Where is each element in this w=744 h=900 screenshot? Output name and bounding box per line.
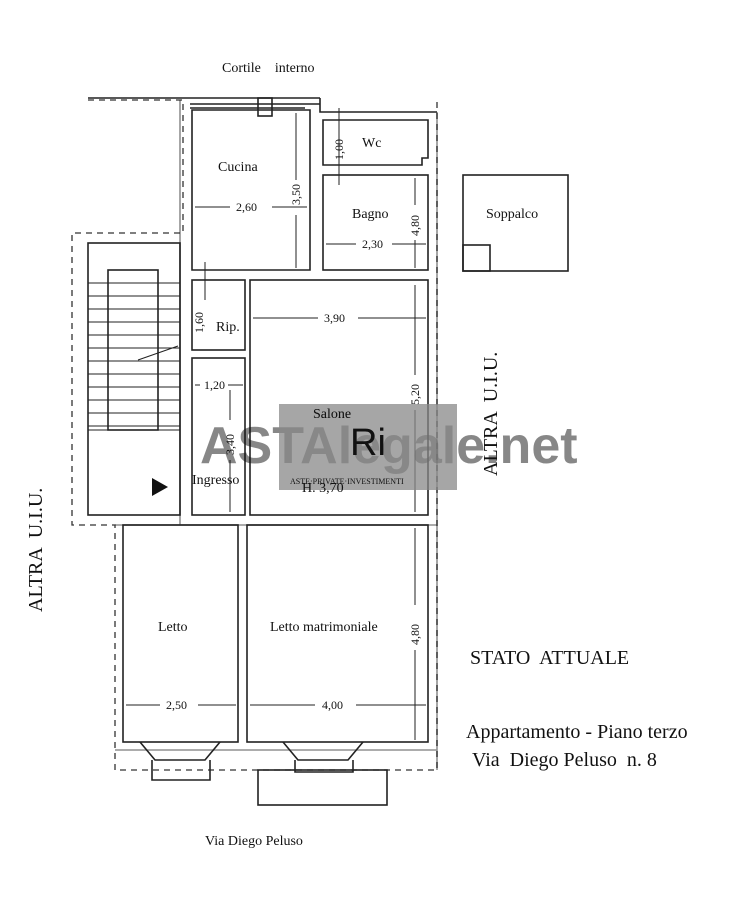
label-letto: Letto	[158, 620, 188, 635]
watermark: ASTAlegale.net Ri ASTE·PRIVATE·INVESTIME…	[200, 404, 578, 496]
street-label: Via Diego Peluso	[205, 834, 303, 849]
courtyard-label: Cortile interno	[222, 61, 315, 76]
room-salone	[249, 279, 429, 516]
courtyard-wall	[88, 97, 437, 117]
room-wc	[322, 119, 429, 166]
label-soppalco: Soppalco	[486, 207, 538, 222]
label-salone-height: H. 3,70	[302, 481, 344, 496]
neighbor-left-label: ALTRA U.I.U.	[25, 488, 47, 612]
dim-letto-width: 2,50	[166, 698, 187, 712]
dim-cucina-width: 2,60	[236, 200, 257, 214]
dim-salone-height: 5,20	[408, 384, 422, 405]
dim-wc-height: 1,00	[332, 139, 346, 160]
dim-salone-width: 3,90	[324, 311, 345, 325]
room-soppalco	[462, 174, 569, 272]
dim-ingresso-height: 3,40	[223, 434, 237, 455]
watermark-tagline: ASTE·PRIVATE·INVESTIMENTI	[290, 477, 404, 486]
label-cucina: Cucina	[218, 160, 258, 175]
room-rip	[191, 279, 246, 351]
balcony	[257, 769, 388, 806]
dim-ingresso-width: 1,20	[204, 378, 225, 392]
label-rip: Rip.	[216, 320, 240, 335]
dim-cucina-height: 3,50	[289, 184, 303, 205]
label-ingresso: Ingresso	[192, 473, 239, 488]
staircase	[87, 242, 181, 516]
dim-rip-height: 1,60	[192, 312, 206, 333]
label-wc: Wc	[362, 136, 381, 151]
room-ingresso	[191, 357, 246, 516]
dim-bagno-height: 4,80	[408, 215, 422, 236]
window-letto	[139, 741, 221, 781]
dimension-lines	[126, 108, 426, 740]
address-text: Via Diego Peluso n. 8	[472, 749, 657, 771]
dim-matrimoniale-width: 4,00	[322, 698, 343, 712]
window-matrimoniale	[282, 741, 364, 773]
unit-description: Appartamento - Piano terzo	[466, 721, 688, 743]
room-bagno	[322, 174, 429, 271]
label-bagno: Bagno	[352, 207, 389, 222]
state-title: STATO ATTUALE	[470, 647, 629, 669]
label-salone-overlay: Salone	[313, 407, 351, 422]
soppalco-inner	[462, 244, 491, 272]
label-letto-matrimoniale: Letto matrimoniale	[270, 620, 378, 635]
dim-matrimoniale-height: 4,80	[408, 624, 422, 645]
neighbor-right-label: ALTRA U.I.U.	[480, 352, 502, 476]
room-cucina	[191, 109, 311, 271]
dim-bagno-width: 2,30	[362, 237, 383, 251]
watermark-logo: Ri	[350, 422, 386, 464]
